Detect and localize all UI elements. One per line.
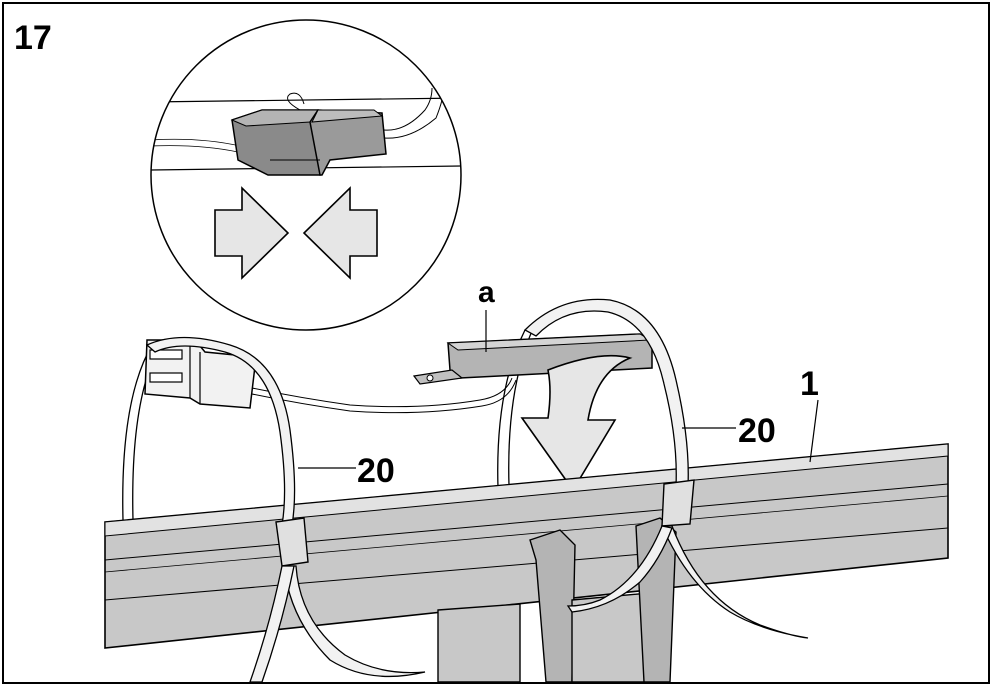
callout-tie-right: 20 [738,412,776,450]
sensor-connector [144,339,256,409]
rotate-down-arrow-icon [520,354,633,492]
lower-housing [437,517,677,683]
callout-rail: 1 [800,365,819,403]
arrow-right-icon [214,186,290,280]
rail [104,443,949,649]
arrow-left-icon [302,186,378,280]
sensor-cable [251,377,517,414]
callout-tie-left: 20 [357,452,395,490]
connector-inset [230,87,443,176]
detail-inset [150,19,462,331]
cable-tie-right [523,298,809,639]
step-number: 17 [14,19,52,57]
cable-tie-left [145,336,426,683]
callout-bracket: a [478,276,495,309]
